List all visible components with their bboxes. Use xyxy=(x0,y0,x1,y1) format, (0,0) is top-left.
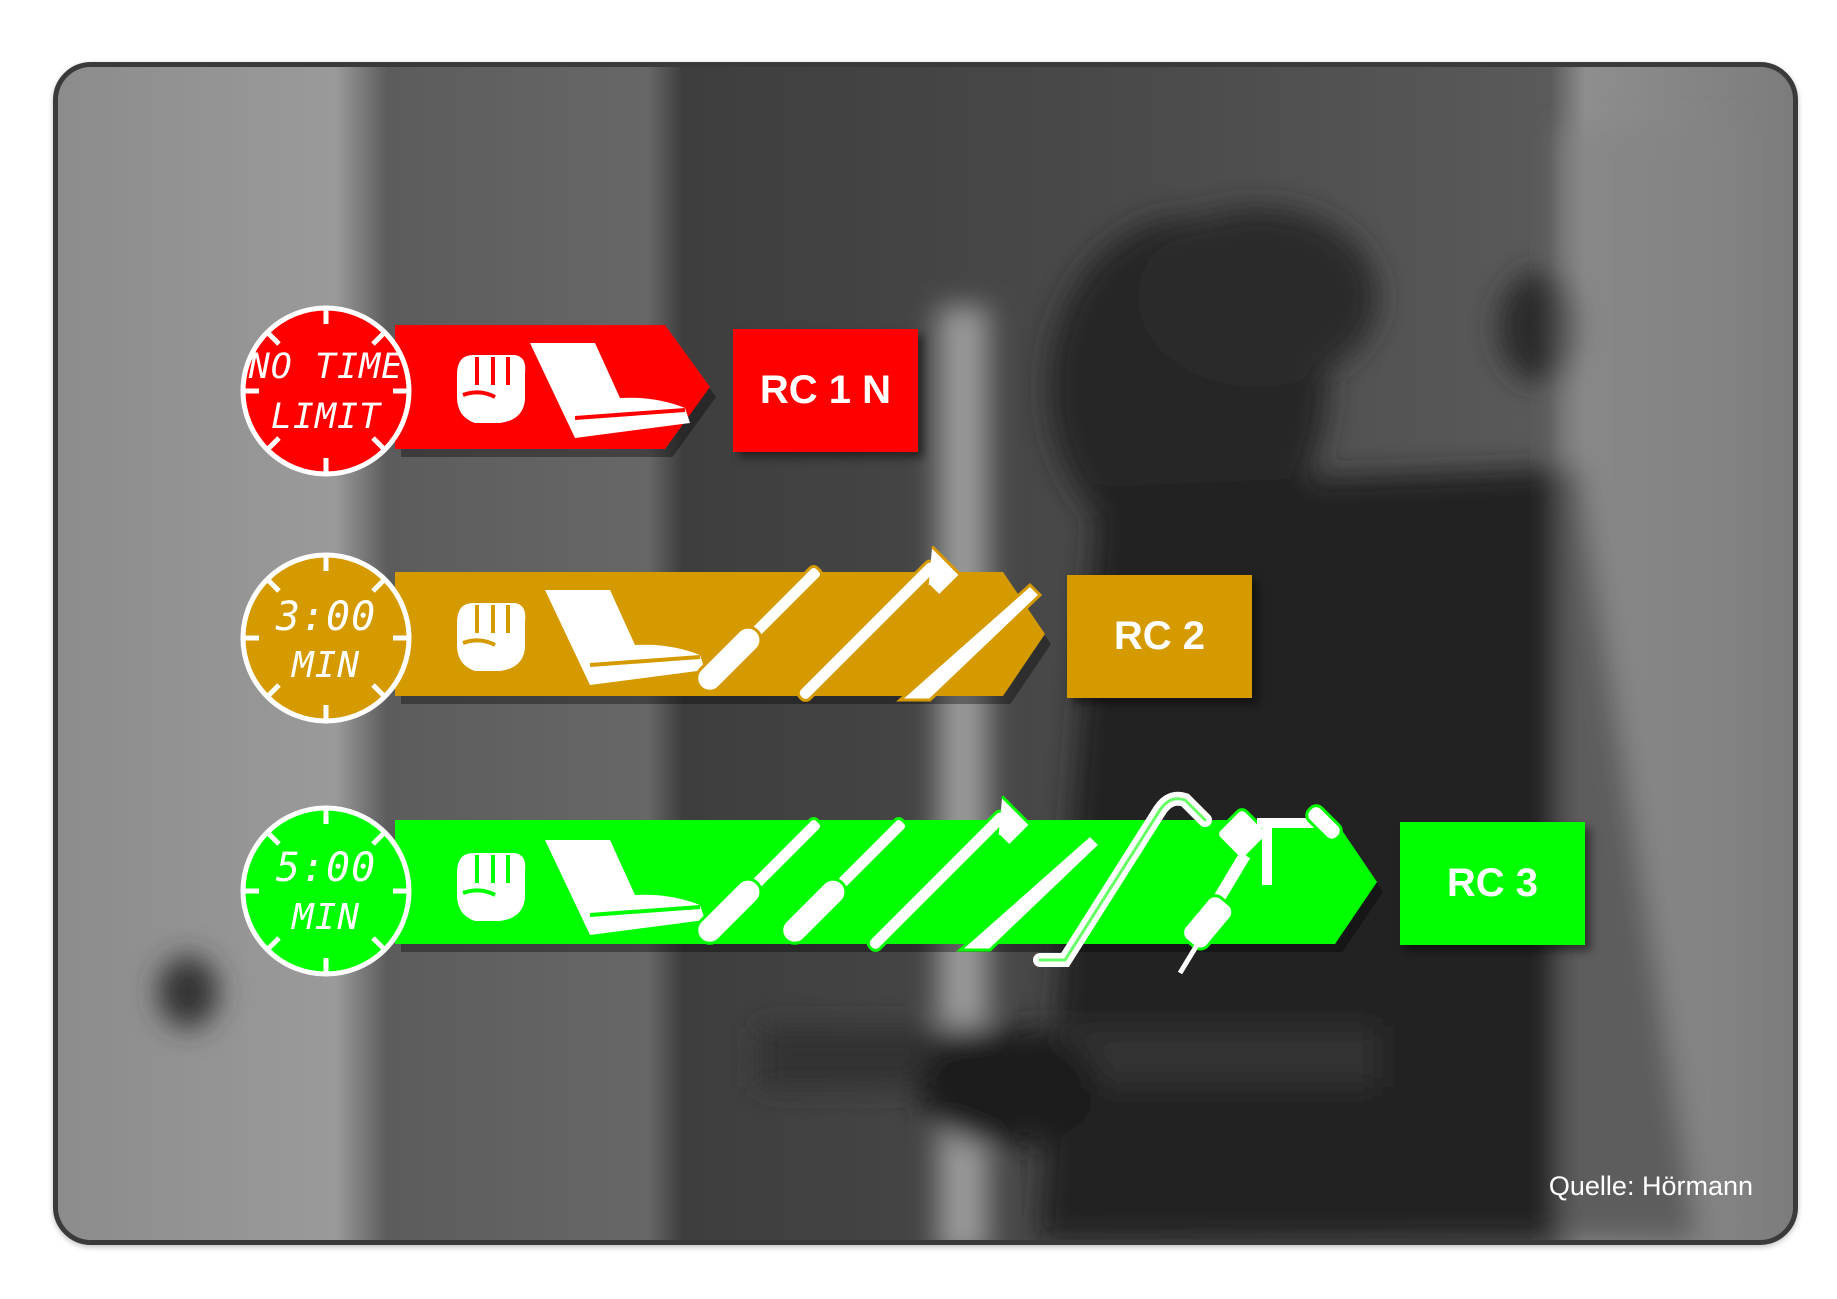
dial-time-line1: NO TIME xyxy=(248,347,404,387)
boot-icon xyxy=(545,840,705,935)
boot-icon xyxy=(530,343,690,438)
dial-time-line2: LIMIT xyxy=(270,397,382,437)
screwdriver-icon xyxy=(695,816,824,945)
hand-drill-icon xyxy=(1177,804,1343,975)
dial-time-line2: MIN xyxy=(291,897,361,938)
timer-dial xyxy=(240,305,412,477)
resistance-class-badge: RC 1 N xyxy=(733,329,918,452)
photo-frame: Quelle: Hörmann xyxy=(53,62,1798,1245)
crowbar-icon xyxy=(1033,791,1212,967)
dial-time-line1: 5:00 xyxy=(275,845,377,891)
background-photo-burglar xyxy=(58,67,1793,1240)
wedge-icon xyxy=(956,832,1103,952)
dial-time-line2: MIN xyxy=(291,645,361,686)
fist-icon xyxy=(457,853,526,921)
resistance-class-badge: RC 2 xyxy=(1067,575,1252,698)
timer-dial xyxy=(240,805,412,977)
pipe-wrench-icon xyxy=(866,795,1033,952)
resistance-class-badge: RC 3 xyxy=(1400,822,1585,945)
pipe-wrench-icon xyxy=(796,545,963,702)
source-credit: Quelle: Hörmann xyxy=(1548,1171,1753,1201)
screwdriver-icon xyxy=(695,564,824,693)
dial-time-line1: 3:00 xyxy=(275,594,377,640)
wedge-icon xyxy=(896,582,1043,702)
timer-dial xyxy=(240,552,412,724)
fist-icon xyxy=(457,355,526,423)
fist-icon xyxy=(457,603,526,671)
screwdriver-icon xyxy=(780,816,909,945)
boot-icon xyxy=(545,590,705,685)
